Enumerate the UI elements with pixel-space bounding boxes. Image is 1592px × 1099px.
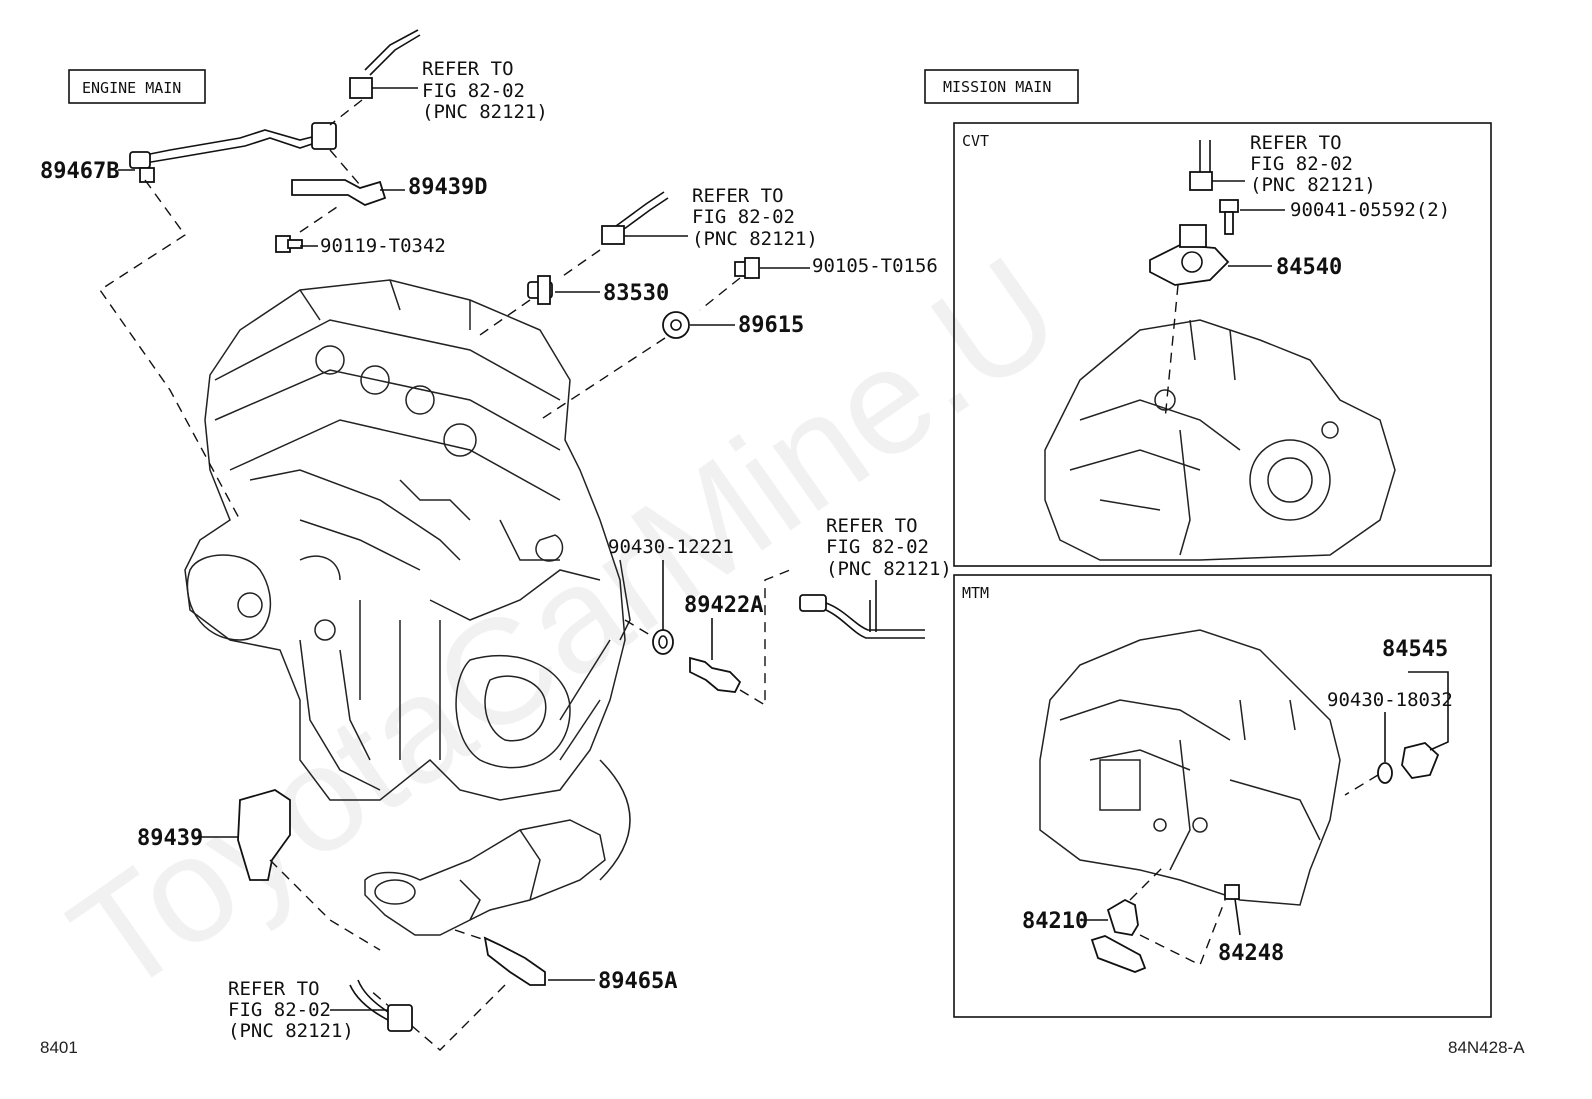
refer-5-line3: (PNC 82121) — [1250, 174, 1376, 196]
refer-1-line3: (PNC 82121) — [422, 101, 548, 123]
refer-4-line2: FIG 82-02 — [228, 999, 331, 1021]
label-90119-T0342: 90119-T0342 — [320, 235, 446, 257]
refer-2-line3: (PNC 82121) — [692, 228, 818, 250]
part-84540-drawing — [1149, 140, 1230, 421]
engine-main-label: ENGINE MAIN — [82, 79, 181, 97]
part-89439D-drawing — [291, 122, 387, 206]
connector-top-engine — [329, 29, 421, 126]
label-84545: 84545 — [1382, 637, 1448, 662]
part-90041-drawing — [1219, 199, 1239, 235]
watermark-text: ToyotaCarMine.U — [42, 224, 1088, 1026]
label-84210: 84210 — [1022, 909, 1088, 934]
part-90105-drawing — [699, 257, 760, 311]
mtm-transmission-drawing — [1039, 629, 1341, 906]
part-84210-drawing — [1090, 864, 1226, 973]
part-89439-drawing — [237, 789, 381, 951]
cvt-panel: CVT — [953, 122, 1492, 567]
refer-5-line1: REFER TO — [1250, 132, 1342, 154]
part-84248-drawing — [1224, 884, 1241, 936]
refer-4-line1: REFER TO — [228, 978, 320, 1000]
label-84248: 84248 — [1218, 941, 1284, 966]
mtm-panel: MTM — [953, 574, 1492, 1018]
part-89467B-drawing — [99, 129, 321, 521]
page-code: 8401 — [40, 1038, 78, 1057]
engine-block-drawing — [184, 279, 631, 881]
label-90430-18032: 90430-18032 — [1327, 689, 1453, 711]
label-89422A: 89422A — [684, 593, 763, 618]
part-84545-drawing — [1344, 742, 1440, 796]
refer-4-line3: (PNC 82121) — [228, 1020, 354, 1042]
engine-main-box: ENGINE MAIN — [68, 69, 206, 104]
part-89422A-drawing — [624, 569, 791, 707]
figure-code: 84N428-A — [1448, 1038, 1525, 1057]
refer-3-line2: FIG 82-02 — [826, 536, 929, 558]
cvt-transmission-drawing — [1044, 319, 1396, 561]
refer-note-1: REFER TO FIG 82-02 (PNC 82121) — [422, 58, 548, 123]
cvt-label: CVT — [962, 132, 989, 150]
label-89439: 89439 — [137, 826, 203, 851]
refer-1-line1: REFER TO — [422, 58, 514, 80]
refer-1-line2: FIG 82-02 — [422, 80, 525, 102]
label-83530: 83530 — [603, 281, 669, 306]
part-89465A-drawing — [369, 929, 546, 1051]
connector-right-engine — [799, 580, 925, 639]
refer-note-4: REFER TO FIG 82-02 (PNC 82121) — [228, 978, 354, 1042]
label-89439D: 89439D — [408, 175, 487, 200]
label-89467B: 89467B — [40, 159, 119, 184]
mission-main-box: MISSION MAIN — [924, 69, 1079, 104]
label-90105-T0156: 90105-T0156 — [812, 255, 938, 277]
refer-2-line2: FIG 82-02 — [692, 206, 795, 228]
label-89465A: 89465A — [598, 969, 677, 994]
label-90430-12221: 90430-12221 — [608, 536, 734, 558]
refer-2-line1: REFER TO — [692, 185, 784, 207]
mtm-label: MTM — [962, 584, 989, 602]
refer-note-3: REFER TO FIG 82-02 (PNC 82121) — [826, 515, 952, 580]
label-89615: 89615 — [738, 313, 804, 338]
connector-bottom-engine — [330, 979, 413, 1032]
refer-note-5: REFER TO FIG 82-02 (PNC 82121) — [1250, 132, 1376, 196]
refer-3-line1: REFER TO — [826, 515, 918, 537]
part-83530-drawing — [479, 191, 688, 336]
label-84540: 84540 — [1276, 255, 1342, 280]
part-90119-drawing — [275, 204, 341, 253]
refer-3-line3: (PNC 82121) — [826, 558, 952, 580]
exhaust-pipe-drawing — [364, 819, 606, 936]
part-90430-12221-drawing — [652, 629, 674, 655]
label-90041-05592: 90041-05592(2) — [1290, 199, 1450, 221]
refer-note-2: REFER TO FIG 82-02 (PNC 82121) — [692, 185, 818, 250]
refer-5-line2: FIG 82-02 — [1250, 153, 1353, 175]
mission-main-label: MISSION MAIN — [943, 78, 1051, 96]
part-89615-drawing — [539, 311, 690, 421]
